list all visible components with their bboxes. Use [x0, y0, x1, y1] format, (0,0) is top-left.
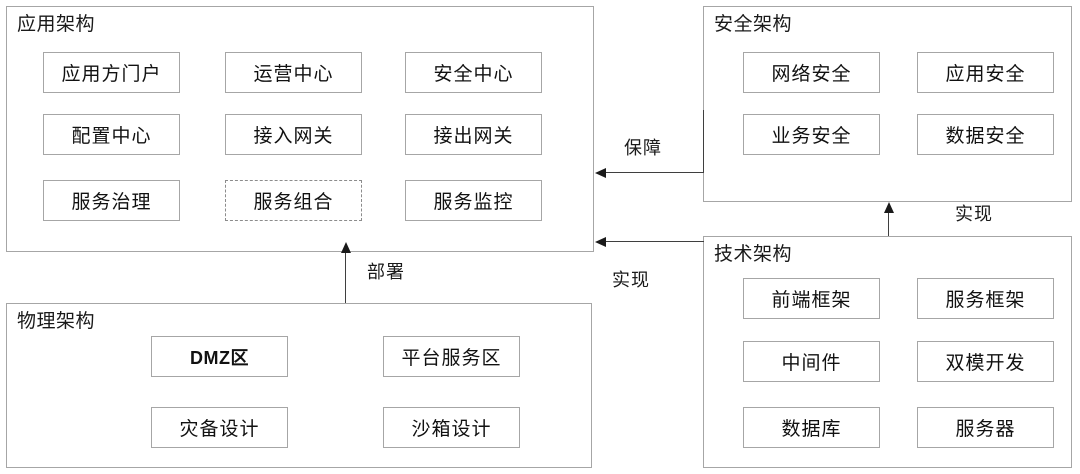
connector-technology-to-application-horizontal	[606, 241, 704, 242]
connector-technology-to-security-vertical	[888, 212, 889, 236]
node-egress-gateway[interactable]: 接出网关	[405, 114, 542, 155]
connector-security-to-application-arrowhead	[595, 168, 606, 178]
group-title-application: 应用架构	[17, 14, 96, 35]
node-bimodal-development[interactable]: 双模开发	[917, 341, 1054, 382]
group-application-architecture: 应用架构 应用方门户 运营中心 安全中心 配置中心 接入网关 接出网关 服务治理…	[6, 6, 594, 252]
connector-physical-to-application-vertical	[345, 252, 346, 303]
node-business-security[interactable]: 业务安全	[743, 114, 880, 155]
node-disaster-recovery-design[interactable]: 灾备设计	[151, 407, 288, 448]
node-middleware[interactable]: 中间件	[743, 341, 880, 382]
node-dmz-zone[interactable]: DMZ区	[151, 336, 288, 377]
group-physical-architecture: 物理架构 DMZ区 平台服务区 灾备设计 沙箱设计	[6, 303, 592, 468]
connector-label-technology-to-security: 实现	[955, 204, 993, 224]
node-ingress-gateway[interactable]: 接入网关	[225, 114, 362, 155]
node-platform-service-zone[interactable]: 平台服务区	[383, 336, 520, 377]
node-network-security[interactable]: 网络安全	[743, 52, 880, 93]
node-sandbox-design[interactable]: 沙箱设计	[383, 407, 520, 448]
group-title-security: 安全架构	[714, 14, 793, 35]
node-service-monitoring[interactable]: 服务监控	[405, 180, 542, 221]
connector-physical-to-application-arrowhead	[341, 242, 351, 253]
connector-security-to-application-vertical	[703, 110, 704, 172]
group-title-physical: 物理架构	[17, 311, 96, 332]
group-technology-architecture: 技术架构 前端框架 服务框架 中间件 双模开发 数据库 服务器	[703, 236, 1072, 468]
node-database[interactable]: 数据库	[743, 407, 880, 448]
node-service-governance[interactable]: 服务治理	[43, 180, 180, 221]
node-service-framework[interactable]: 服务框架	[917, 278, 1054, 319]
group-security-architecture: 安全架构 网络安全 应用安全 业务安全 数据安全	[703, 6, 1072, 202]
connector-technology-to-application-arrowhead	[595, 237, 606, 247]
connector-label-technology-to-application: 实现	[612, 270, 650, 290]
connector-security-to-application-horizontal	[606, 172, 704, 173]
node-config-center[interactable]: 配置中心	[43, 114, 180, 155]
node-server[interactable]: 服务器	[917, 407, 1054, 448]
node-service-composition[interactable]: 服务组合	[225, 180, 362, 221]
node-security-center[interactable]: 安全中心	[405, 52, 542, 93]
node-frontend-framework[interactable]: 前端框架	[743, 278, 880, 319]
node-operation-center[interactable]: 运营中心	[225, 52, 362, 93]
connector-technology-to-security-arrowhead	[884, 202, 894, 213]
group-title-technology: 技术架构	[714, 244, 793, 265]
node-application-security[interactable]: 应用安全	[917, 52, 1054, 93]
node-application-portal[interactable]: 应用方门户	[43, 52, 180, 93]
node-data-security[interactable]: 数据安全	[917, 114, 1054, 155]
connector-label-security-to-application: 保障	[624, 138, 662, 158]
connector-label-physical-to-application: 部署	[367, 262, 405, 282]
